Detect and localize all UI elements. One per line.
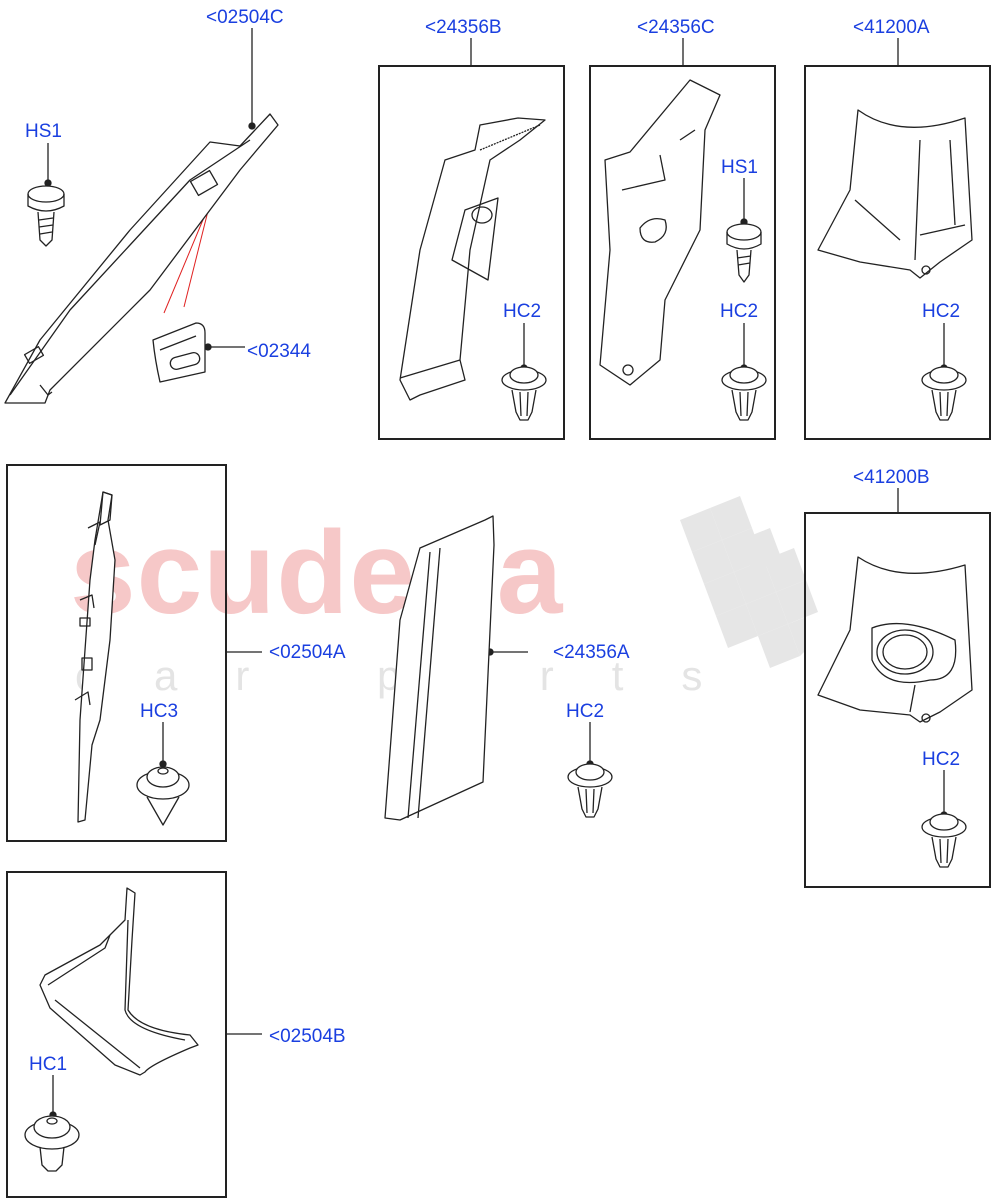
part-hc3-clip	[136, 766, 190, 826]
reference-lines	[163, 202, 211, 314]
callout-02344[interactable]: <02344	[247, 341, 311, 362]
part-hc2-clip-41a	[921, 366, 967, 421]
callout-hs1[interactable]: HS1	[721, 157, 758, 178]
part-hs1-screw	[27, 185, 65, 247]
part-24356B-b-pillar-upper	[399, 117, 546, 401]
callout-02504A[interactable]: <02504A	[269, 642, 346, 663]
callout-hs1[interactable]: HS1	[25, 121, 62, 142]
part-02504B-lower-trim	[39, 887, 199, 1076]
part-hs1-screw-2	[726, 223, 762, 283]
part-41200A-pillar-trim	[817, 109, 973, 279]
part-02504C-a-pillar-trim	[4, 113, 279, 404]
part-02344-cover	[152, 322, 206, 383]
part-hc2-clip-41b	[921, 813, 967, 868]
part-hc1-clip	[24, 1115, 80, 1172]
callout-hc3[interactable]: HC3	[140, 701, 179, 722]
group-box-24356C	[589, 65, 776, 440]
callout-hc2[interactable]: HC2	[720, 301, 759, 322]
callout-41200A[interactable]: <41200A	[853, 17, 930, 38]
callout-02504B[interactable]: <02504B	[269, 1026, 346, 1047]
callout-hc2[interactable]: HC2	[922, 301, 961, 322]
group-box-41200A	[804, 65, 991, 440]
part-hc2-clip-a	[567, 763, 613, 818]
group-box-02504A	[6, 464, 227, 842]
callout-02504C[interactable]: <02504C	[206, 7, 284, 28]
part-hc2-clip-b	[501, 366, 547, 421]
callout-hc2[interactable]: HC2	[566, 701, 605, 722]
callout-24356A[interactable]: <24356A	[553, 642, 630, 663]
part-hc2-clip-c	[721, 366, 767, 421]
group-box-02504B	[6, 871, 227, 1198]
part-02504A-pillar-trim	[74, 491, 116, 823]
group-box-41200B	[804, 512, 991, 888]
callout-hc2[interactable]: HC2	[503, 301, 542, 322]
callout-hc2[interactable]: HC2	[922, 749, 961, 770]
part-41200B-pillar-trim	[817, 556, 973, 723]
part-24356A-b-pillar-lower	[384, 515, 495, 821]
callout-41200B[interactable]: <41200B	[853, 467, 930, 488]
callout-24356C[interactable]: <24356C	[637, 17, 715, 38]
part-24356C-c-pillar	[599, 79, 721, 386]
callout-24356B[interactable]: <24356B	[425, 17, 502, 38]
callout-hc1[interactable]: HC1	[29, 1054, 68, 1075]
group-box-24356B	[378, 65, 565, 440]
